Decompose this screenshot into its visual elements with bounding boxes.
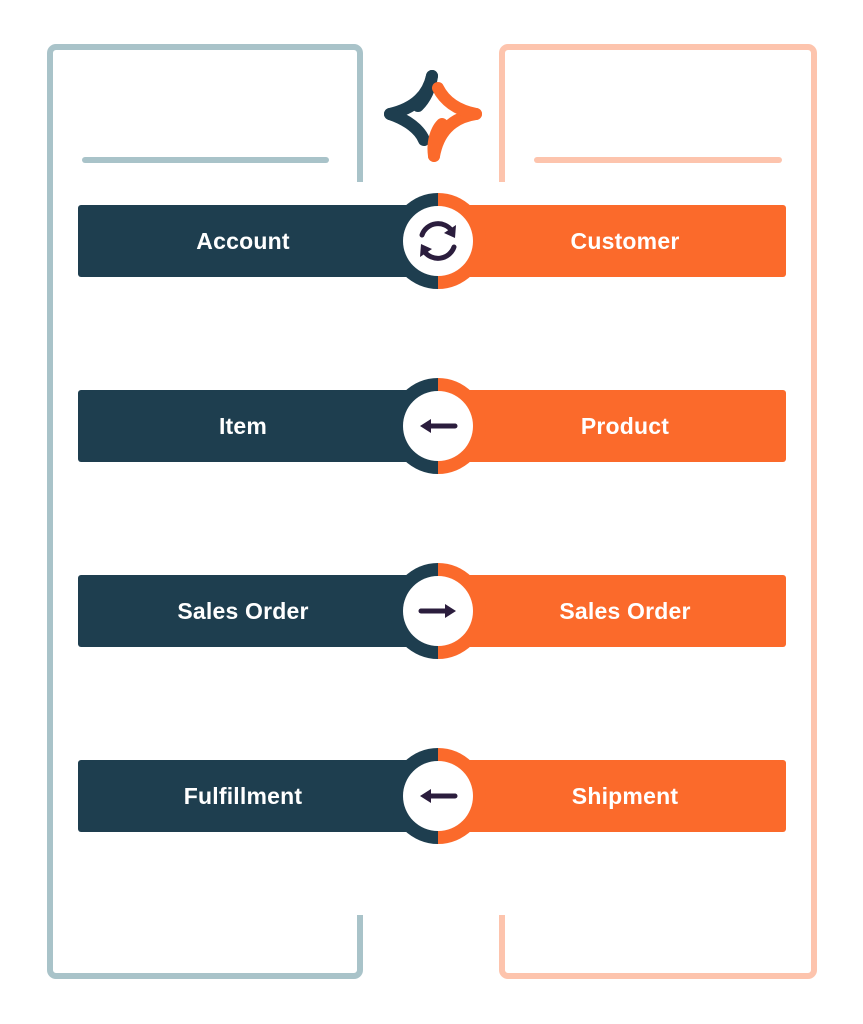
mapping-row: Item Product [78, 378, 786, 474]
sync-direction-connector [390, 748, 486, 844]
sync-direction-connector [390, 378, 486, 474]
right-entity-label: Customer [570, 227, 680, 254]
sync-arrows-icon [419, 221, 457, 261]
right-system-frame [499, 44, 817, 979]
left-frame-header-bar [82, 157, 329, 163]
left-entity-bar: Sales Order [78, 575, 430, 647]
right-entity-label: Shipment [571, 782, 679, 809]
left-entity-bar: Fulfillment [78, 760, 430, 832]
arrow-right-icon [418, 604, 456, 618]
left-entity-label: Fulfillment [183, 782, 303, 809]
left-entity-label: Item [218, 412, 268, 439]
arrow-left-icon [420, 789, 458, 803]
left-system-frame [47, 44, 363, 979]
sync-direction-connector [390, 193, 486, 289]
right-entity-label: Product [580, 412, 670, 439]
right-frame-gap [496, 182, 506, 915]
right-entity-bar: Shipment [430, 760, 786, 832]
left-entity-label: Sales Order [177, 597, 309, 624]
left-entity-label: Account [196, 227, 290, 254]
right-entity-bar: Product [430, 390, 786, 462]
mapping-row: Fulfillment Shipment [78, 748, 786, 844]
left-entity-bar: Account [78, 205, 430, 277]
left-entity-bar: Item [78, 390, 430, 462]
right-entity-bar: Sales Order [430, 575, 786, 647]
right-entity-bar: Customer [430, 205, 786, 277]
four-point-star-logo [384, 70, 482, 162]
mapping-row: Account Customer [78, 193, 786, 289]
right-frame-header-bar [534, 157, 782, 163]
mapping-row: Sales Order Sales Order [78, 563, 786, 659]
arrow-left-icon [420, 419, 458, 433]
sync-direction-connector [390, 563, 486, 659]
right-entity-label: Sales Order [559, 597, 691, 624]
left-frame-gap [356, 182, 366, 915]
